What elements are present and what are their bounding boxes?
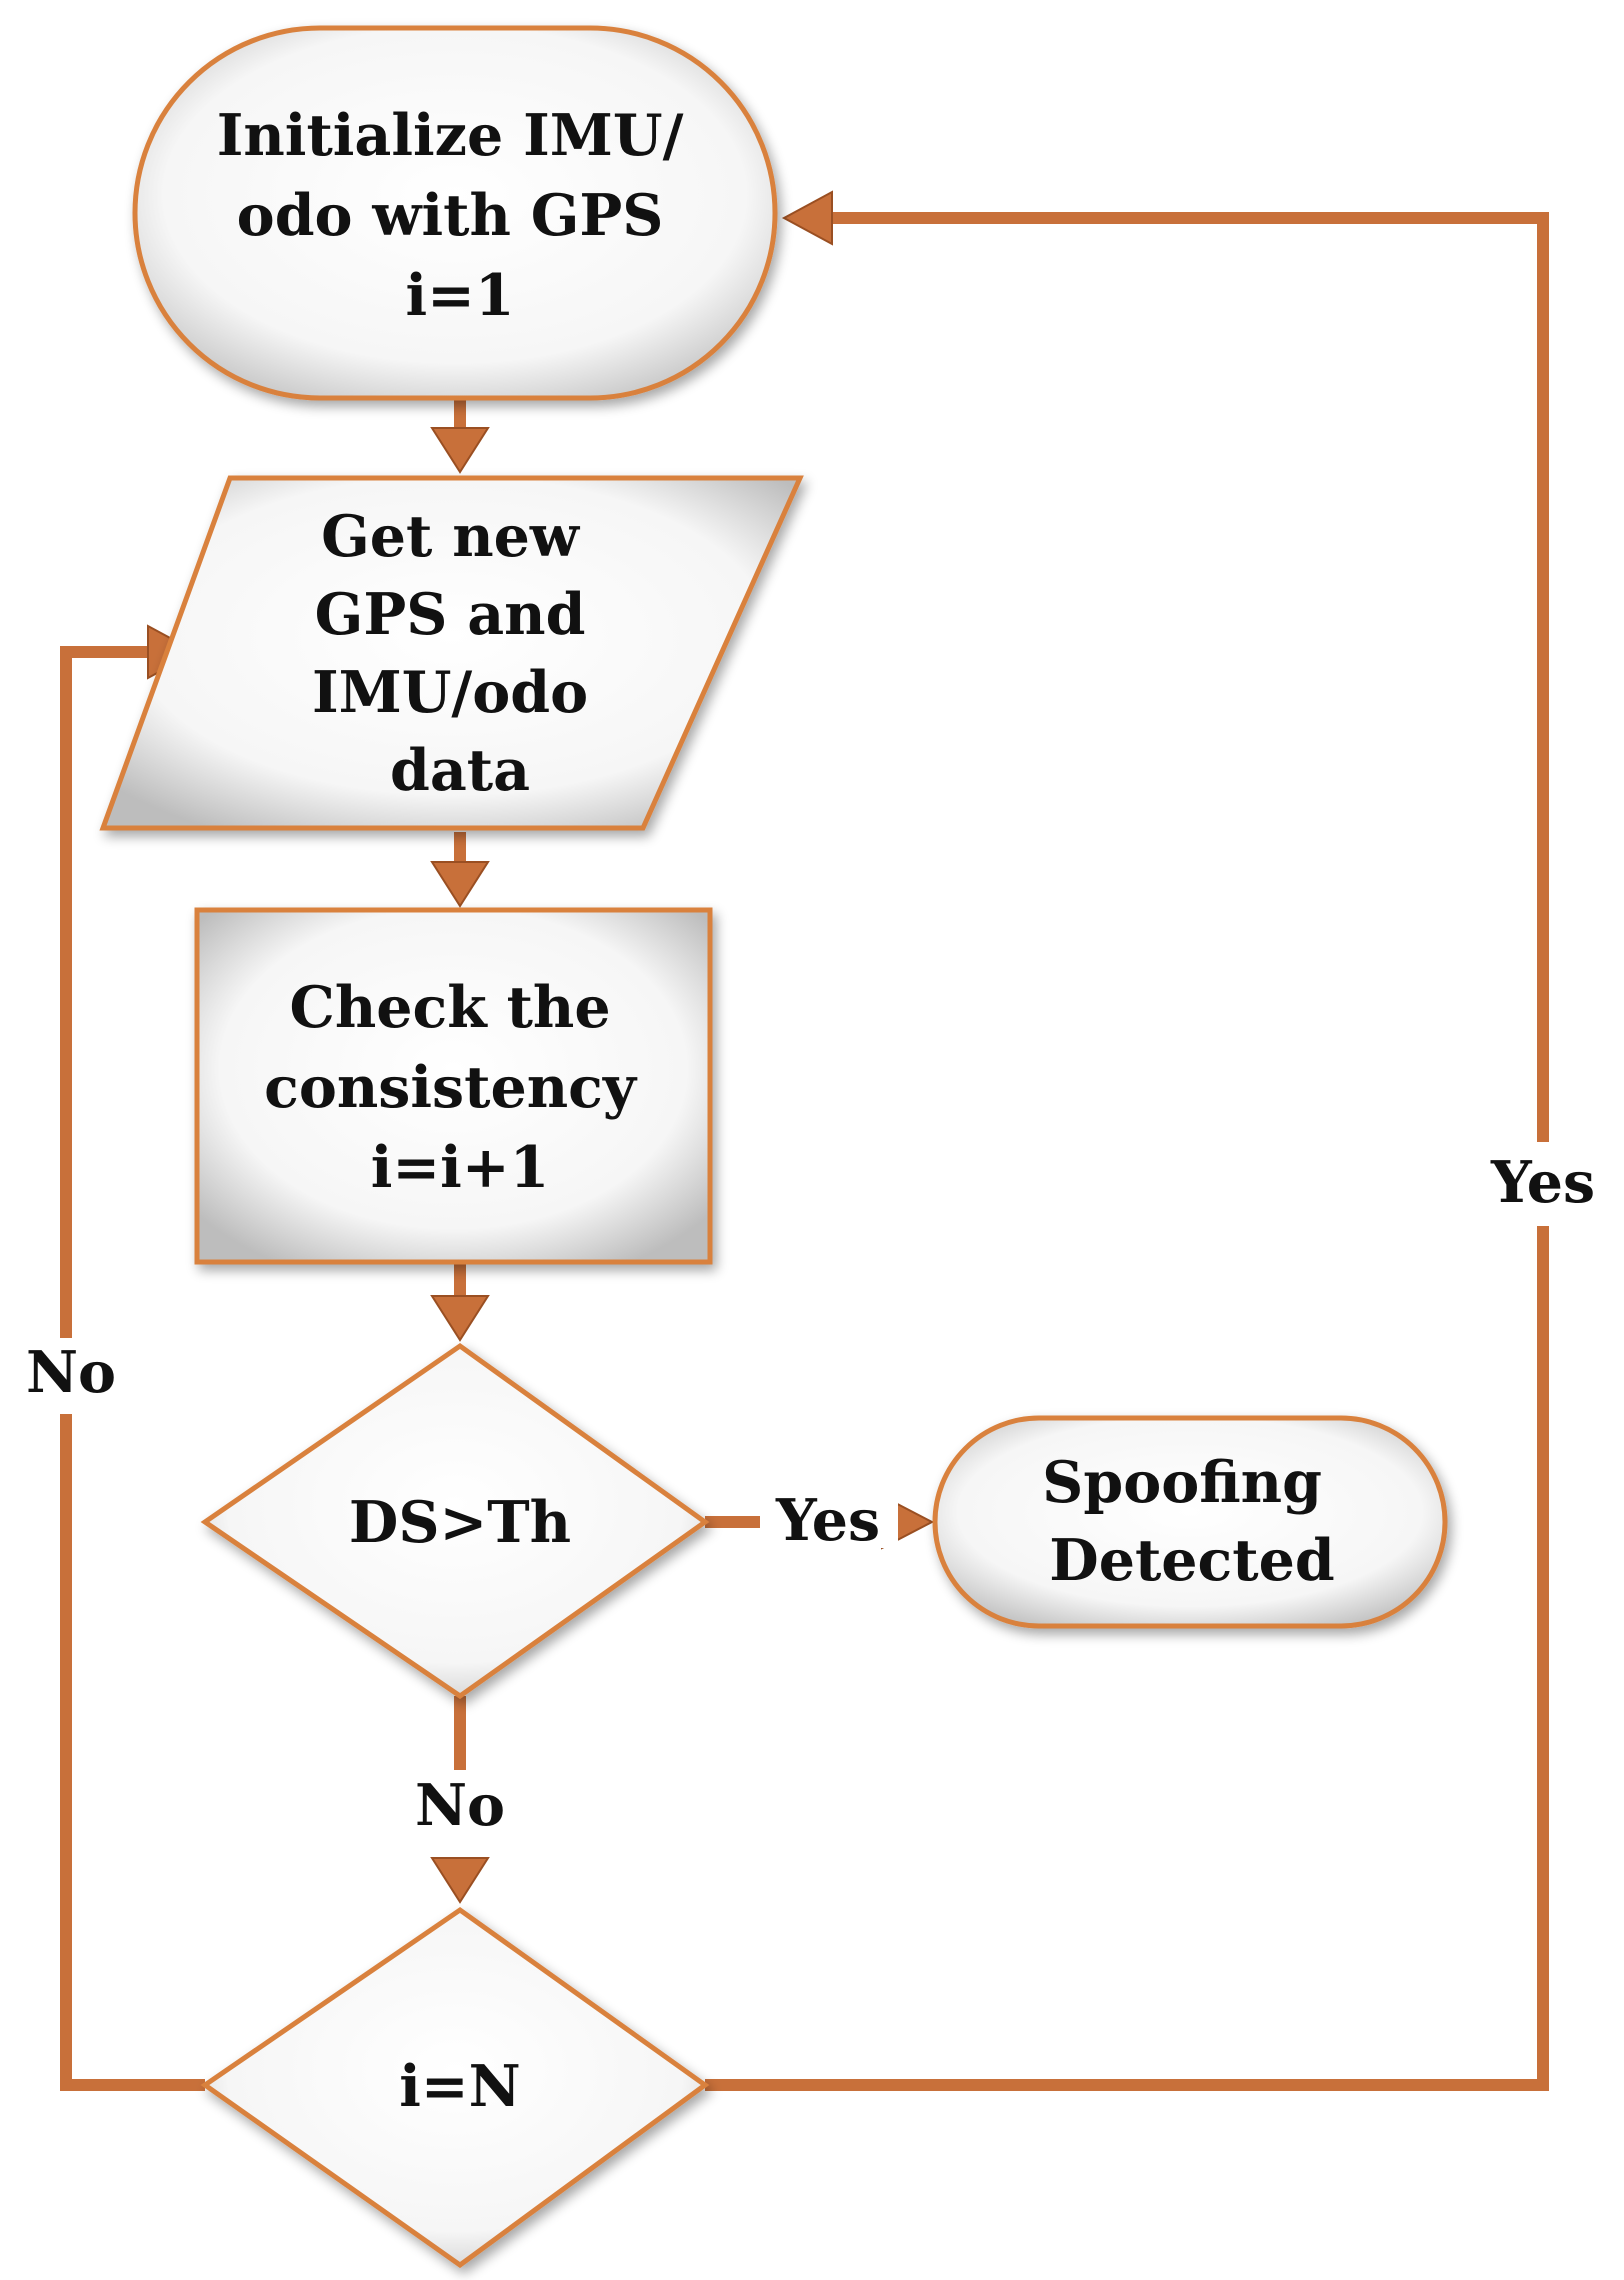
input-text: Get new GPS and IMU/odo data: [312, 503, 608, 804]
arrow-down-icon: [430, 861, 490, 908]
process-line-3: i=i+1: [371, 1134, 550, 1201]
arrow-down-icon: [430, 1857, 490, 1904]
connector-n-yes-loop: [705, 212, 1549, 2091]
arrow-down-icon: [430, 1295, 490, 1342]
spoofing-text: Spoofing Detected: [1042, 1449, 1342, 1594]
n-no-label: No: [26, 1339, 116, 1406]
ds-decision-text: DS>Th: [349, 1489, 571, 1556]
spoofing-line-1: Spoofing: [1042, 1449, 1322, 1516]
start-terminal: [132, 25, 778, 401]
shapes: [99, 25, 1448, 2269]
n-decision-text: i=N: [399, 2053, 521, 2120]
input-line-2: GPS and: [315, 581, 586, 648]
ds-decision-diamond: [200, 1342, 710, 1700]
arrow-left-icon: [781, 190, 833, 246]
input-line-3: IMU/odo: [312, 659, 588, 726]
input-line-1: Get new: [321, 503, 581, 570]
edge-labels: Yes No Yes No: [18, 1142, 1608, 1846]
arrowheads: [147, 190, 935, 1904]
n-yes-label: Yes: [1490, 1149, 1595, 1216]
spoofing-terminal: [932, 1415, 1448, 1629]
n-decision-diamond: [200, 1906, 710, 2269]
spoofing-line-2: Detected: [1049, 1527, 1334, 1594]
n-yes-label-bg: [1478, 1142, 1608, 1226]
input-parallelogram: [99, 475, 804, 831]
node-labels: Initialize IMU/ odo with GPS i=1 Get new…: [217, 102, 1342, 2120]
input-line-4: data: [390, 737, 530, 804]
process-box: [194, 907, 713, 1265]
ds-no-label: No: [415, 1772, 505, 1839]
start-line-3: i=1: [405, 262, 514, 329]
n-no-label-bg: [18, 1338, 124, 1414]
ds-yes-label: Yes: [775, 1487, 880, 1554]
start-line-2: odo with GPS: [237, 182, 664, 249]
start-terminal-text: Initialize IMU/ odo with GPS i=1: [217, 102, 704, 329]
process-line-1: Check the: [289, 974, 610, 1041]
process-text: Check the consistency i=i+1: [264, 974, 656, 1201]
arrow-down-icon: [430, 427, 490, 474]
ds-yes-label-bg: [760, 1482, 898, 1548]
start-line-1: Initialize IMU/: [217, 102, 684, 169]
ds-no-label-bg: [402, 1770, 518, 1846]
process-line-2: consistency: [264, 1054, 638, 1121]
